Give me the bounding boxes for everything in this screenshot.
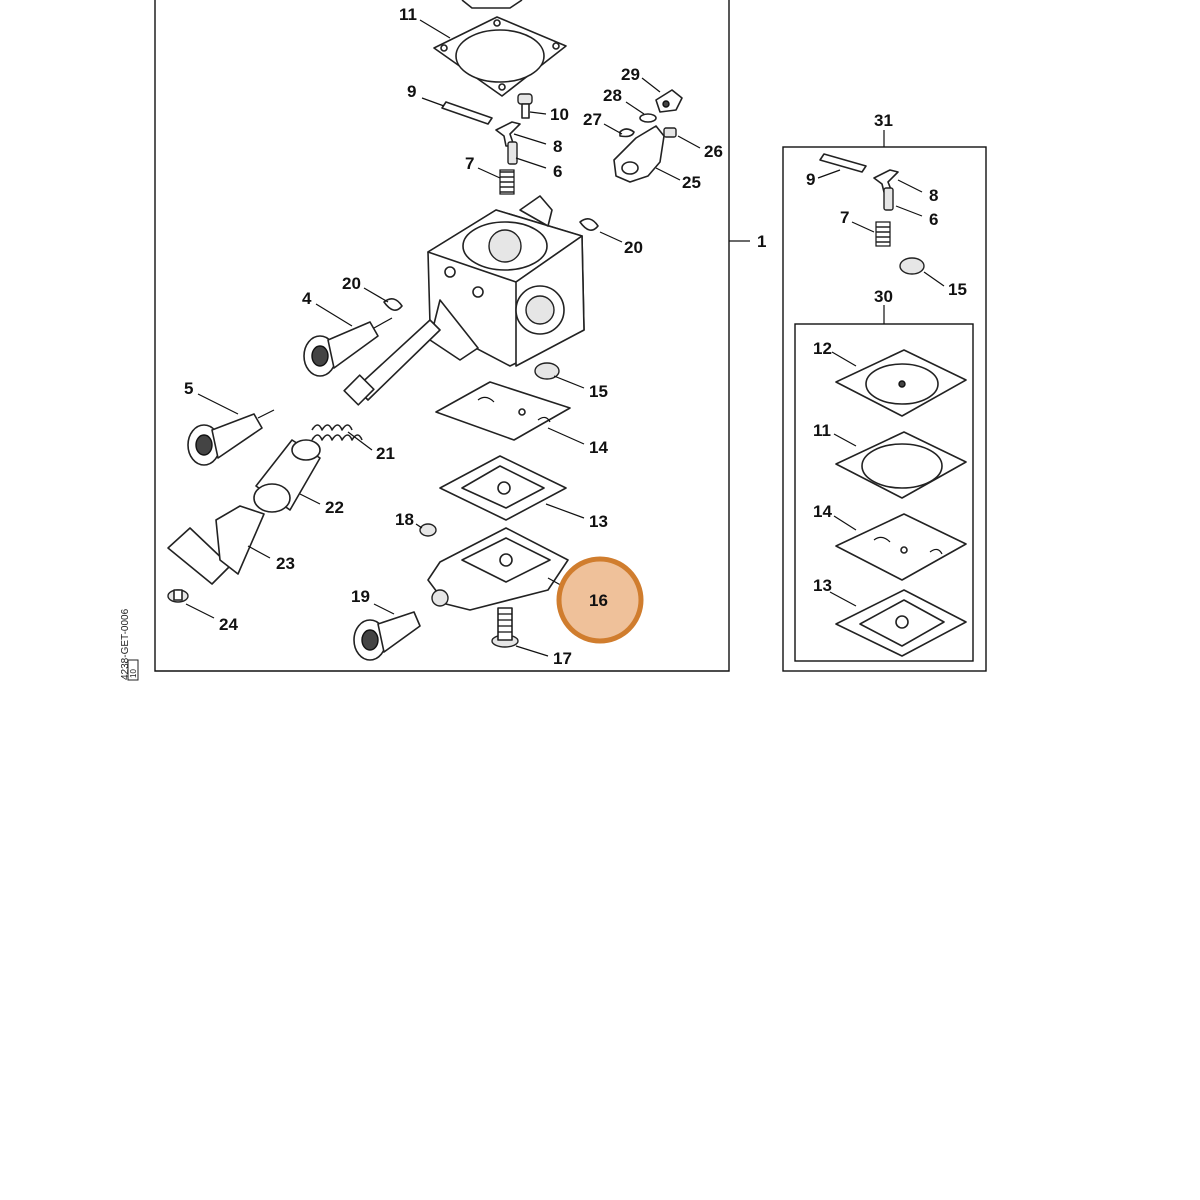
adjusting-screw-part-4 xyxy=(303,317,393,377)
throttle-lever-part-25 xyxy=(613,125,665,183)
label-9-kit: 9 xyxy=(806,170,815,189)
screw-part-24 xyxy=(167,589,189,603)
label-19: 19 xyxy=(351,587,370,606)
repair-kit-frame xyxy=(782,130,987,672)
label-26: 26 xyxy=(704,142,723,161)
gasket-part-13-kit xyxy=(835,589,967,657)
gasket-part-11-kit xyxy=(835,431,967,499)
label-21: 21 xyxy=(376,444,395,463)
drawing-number-text: 4238-GET-0006 xyxy=(120,608,131,680)
filter-screen-part-15 xyxy=(534,362,560,380)
clip-part-20-upper xyxy=(579,218,599,231)
top-cover-partial xyxy=(461,0,523,9)
label-17: 17 xyxy=(553,649,572,668)
washer-part-28 xyxy=(639,113,657,123)
adjusting-screw-part-5 xyxy=(187,409,275,466)
part-labels: 11 9 10 8 6 7 29 28 27 26 25 20 20 1 4 5… xyxy=(184,5,967,668)
clip-part-20-lower xyxy=(383,298,403,311)
label-25: 25 xyxy=(682,173,701,192)
diaphragm-kit-frame xyxy=(794,305,974,662)
label-11: 11 xyxy=(399,5,417,24)
leader-lines-kit xyxy=(817,169,945,607)
label-14: 14 xyxy=(589,438,608,457)
pin-part-9-kit xyxy=(819,153,867,173)
lever-part-8-kit xyxy=(873,169,899,193)
pump-cover-part-16 xyxy=(427,527,569,611)
label-27: 27 xyxy=(583,110,602,129)
clip-part-27 xyxy=(619,128,635,138)
label-20-lower: 20 xyxy=(342,274,361,293)
inlet-needle-part-6-kit xyxy=(883,187,894,211)
screw-part-17 xyxy=(491,607,519,648)
screw-part-10 xyxy=(517,93,533,119)
diaphragm-part-14-kit xyxy=(835,513,967,581)
label-7: 7 xyxy=(465,154,474,173)
gasket-part-13 xyxy=(439,455,567,521)
label-1: 1 xyxy=(757,232,766,251)
label-18: 18 xyxy=(395,510,414,529)
label-16[interactable]: 16 xyxy=(589,591,608,610)
pin-part-9 xyxy=(441,101,493,125)
limiter-cap-part-22 xyxy=(253,439,321,513)
carburetor-body xyxy=(427,195,585,367)
label-14-kit: 14 xyxy=(813,502,832,521)
spring-part-21 xyxy=(311,424,363,441)
label-8: 8 xyxy=(553,137,562,156)
label-6-kit: 6 xyxy=(929,210,938,229)
label-6: 6 xyxy=(553,162,562,181)
highlight-ring xyxy=(556,556,644,644)
label-20-upper: 20 xyxy=(624,238,643,257)
label-7-kit: 7 xyxy=(840,208,849,227)
label-15-kit: 15 xyxy=(948,280,967,299)
label-29: 29 xyxy=(621,65,640,84)
drawing-code-text: 10 xyxy=(129,669,138,678)
spring-part-7-kit xyxy=(875,221,891,247)
label-24: 24 xyxy=(219,615,238,634)
label-11-kit: 11 xyxy=(813,421,831,440)
diaphragm-part-14 xyxy=(435,381,571,441)
label-23: 23 xyxy=(276,554,295,573)
label-8-kit: 8 xyxy=(929,186,938,205)
lever-part-8 xyxy=(495,121,521,147)
adjusting-screw-part-19 xyxy=(353,611,421,661)
main-assembly-frame xyxy=(154,0,750,672)
label-5: 5 xyxy=(184,379,193,398)
highlight-circle-part-16[interactable] xyxy=(556,556,644,644)
screw-part-26 xyxy=(663,127,677,138)
label-30: 30 xyxy=(874,287,893,306)
lever-part-29 xyxy=(655,89,683,113)
label-13: 13 xyxy=(589,512,608,531)
label-4: 4 xyxy=(302,289,312,308)
diaphragm-part-12-kit xyxy=(835,349,967,417)
label-28: 28 xyxy=(603,86,622,105)
label-13-kit: 13 xyxy=(813,576,832,595)
label-15: 15 xyxy=(589,382,608,401)
gasket-part-11 xyxy=(433,16,567,97)
label-22: 22 xyxy=(325,498,344,517)
choke-lever-part-23 xyxy=(167,505,265,585)
filter-screen-part-15-kit xyxy=(899,257,925,275)
label-10: 10 xyxy=(550,105,569,124)
label-12-kit: 12 xyxy=(813,339,832,358)
inlet-needle-part-6 xyxy=(507,141,518,165)
label-31: 31 xyxy=(874,111,893,130)
label-9: 9 xyxy=(407,82,416,101)
drawing-number: 4238-GET-0006 10 xyxy=(120,608,139,681)
throttle-shaft xyxy=(343,319,441,406)
spring-part-7 xyxy=(499,169,515,195)
plug-part-18 xyxy=(419,523,437,537)
